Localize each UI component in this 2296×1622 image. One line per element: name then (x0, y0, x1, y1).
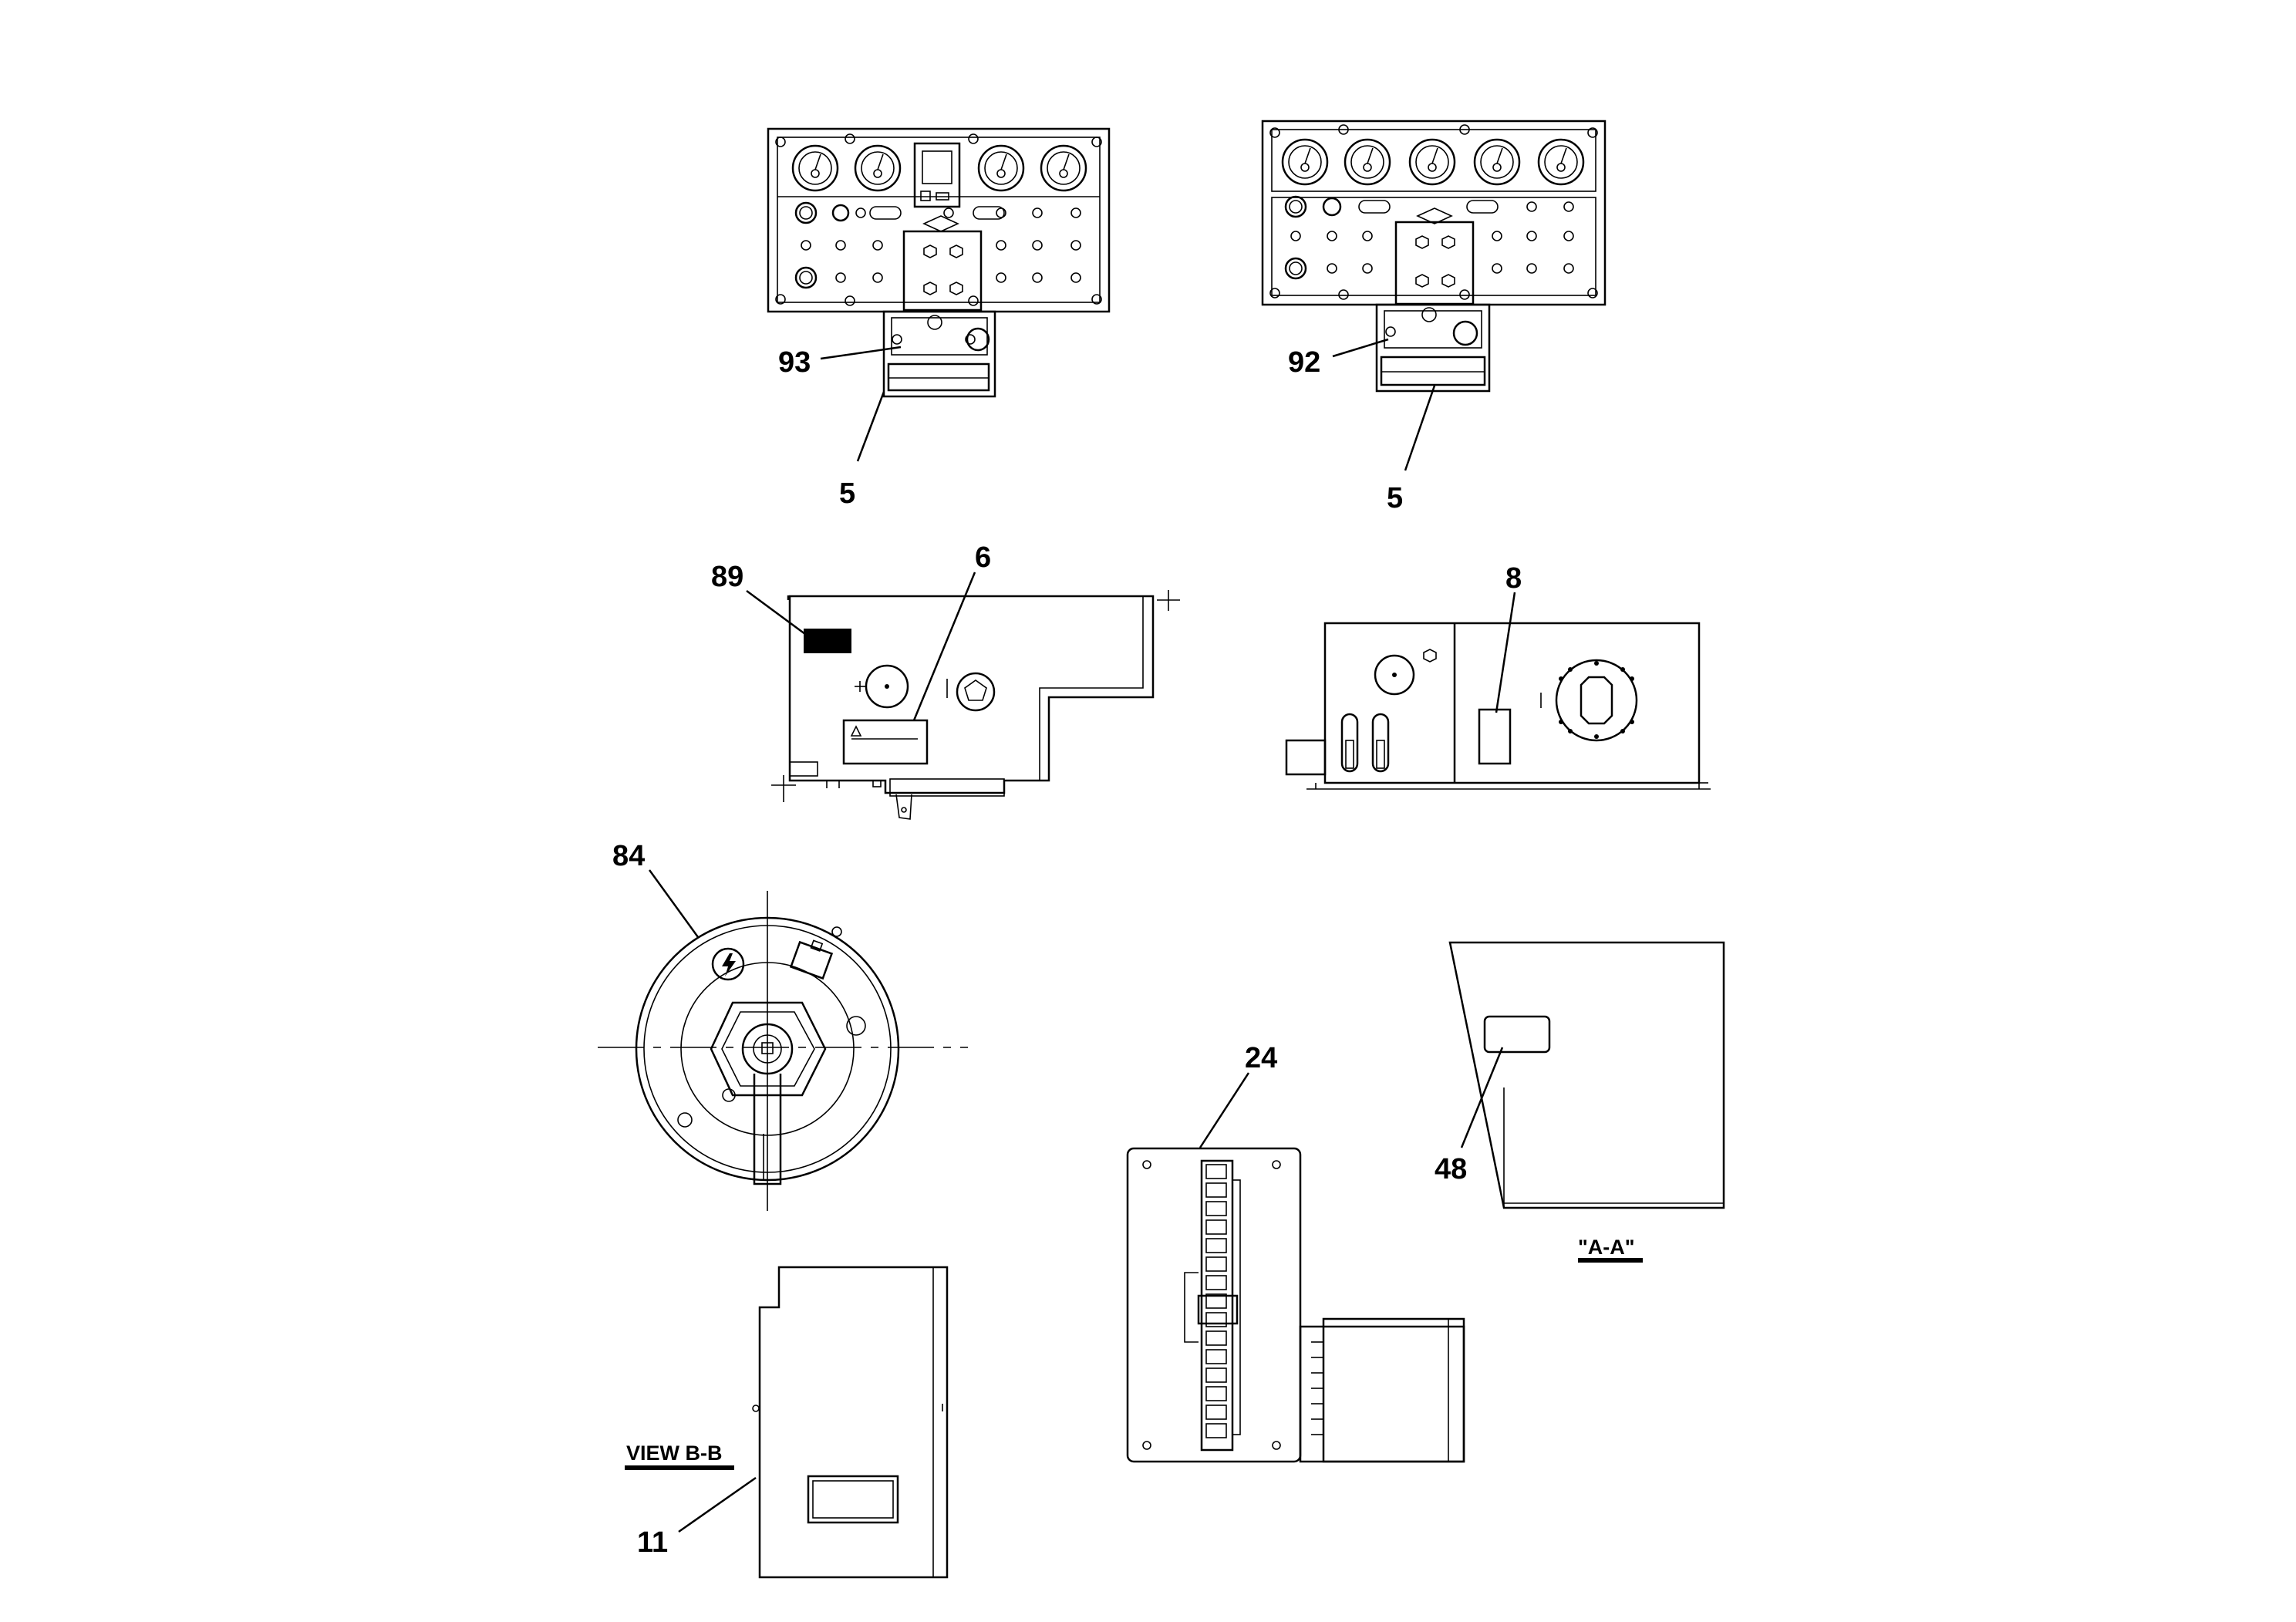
terminal-block-assembly (1126, 1147, 1465, 1463)
callout-6: 6 (975, 541, 991, 574)
rotary-switch (598, 891, 968, 1211)
enclosure-front-view (1285, 622, 1711, 790)
lightning-icon (711, 947, 745, 981)
terminal-icon (1205, 1164, 1227, 1438)
gauge-icon (1281, 138, 1585, 186)
callout-48: 48 (1435, 1153, 1467, 1185)
gauge-icon (791, 144, 1087, 192)
callout-84: 84 (612, 840, 645, 872)
control-panel-right (1261, 120, 1607, 393)
callout-8: 8 (1505, 562, 1522, 595)
callout-11: 11 (637, 1526, 668, 1559)
view-a-a (1448, 941, 1725, 1263)
view-caption-b-b: VIEW B-B (626, 1442, 723, 1465)
callout-93: 93 (778, 346, 811, 379)
view-caption-a-a: "A-A" (1578, 1236, 1635, 1259)
enclosure-side-view (771, 590, 1180, 820)
leader-lines (648, 338, 1516, 1533)
callout-89: 89 (711, 561, 743, 593)
callout-5-left: 5 (839, 477, 855, 510)
view-b-b (625, 1266, 949, 1579)
control-panel-left (767, 127, 1111, 398)
callout-5-right: 5 (1387, 482, 1403, 514)
callout-24: 24 (1245, 1042, 1277, 1074)
callout-92: 92 (1288, 346, 1320, 379)
